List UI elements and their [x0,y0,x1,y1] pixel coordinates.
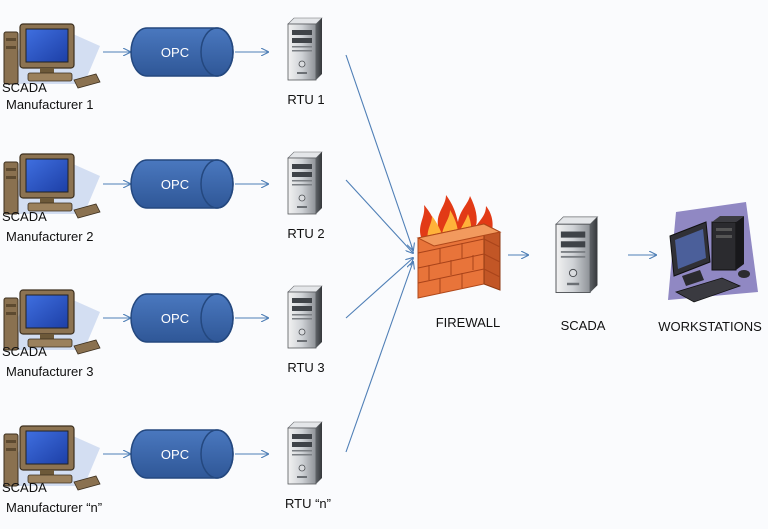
firewall-label: FIREWALL [436,315,501,330]
opc-cylinder: OPC [130,159,234,209]
convergence-edges [345,54,656,453]
manufacturer-line2: Manufacturer 2 [6,229,93,244]
row-n: SCADA Manufacturer “n” OPC RTU “n” [2,421,331,515]
manufacturer-line1: SCADA [2,480,47,495]
workstation-icon [668,202,758,303]
opc-label: OPC [161,311,189,326]
opc-cylinder: OPC [130,429,234,479]
server-tower-icon [287,151,323,215]
manufacturer-line2: Manufacturer 1 [6,97,93,112]
scada-node: SCADA [555,216,606,333]
desktop-computer-icon [3,23,101,89]
workstations-node: WORKSTATIONS [658,202,762,334]
row-2: SCADA Manufacturer 2 OPC RTU 2 [2,151,325,244]
server-tower-icon [287,285,323,349]
server-tower-icon [287,421,323,485]
edge-rtu1-firewall [345,54,413,250]
server-tower-icon [287,17,323,81]
rtu-label: RTU “n” [285,496,331,511]
scada-label: SCADA [561,318,606,333]
edge-rtu3-firewall [345,258,413,319]
brick-wall-fire-icon [416,195,502,299]
server-tower-icon [555,216,599,294]
manufacturer-line1: SCADA [2,344,47,359]
edge-rtun-firewall [345,262,413,453]
manufacturer-line1: SCADA [2,209,47,224]
workstations-label: WORKSTATIONS [658,319,762,334]
opc-label: OPC [161,447,189,462]
rtu-label: RTU 2 [287,226,324,241]
manufacturer-line1: SCADA [2,80,47,95]
opc-label: OPC [161,45,189,60]
opc-cylinder: OPC [130,293,234,343]
firewall-node: FIREWALL [416,195,502,330]
row-1: SCADA Manufacturer 1 OPC RTU 1 [2,17,325,112]
row-3: SCADA Manufacturer 3 OPC RTU 3 [2,285,325,379]
manufacturer-line2: Manufacturer 3 [6,364,93,379]
opc-label: OPC [161,177,189,192]
rtu-label: RTU 3 [287,360,324,375]
manufacturer-line2: Manufacturer “n” [6,500,102,515]
opc-cylinder: OPC [130,27,234,77]
rtu-label: RTU 1 [287,92,324,107]
edge-rtu2-firewall [345,179,413,253]
